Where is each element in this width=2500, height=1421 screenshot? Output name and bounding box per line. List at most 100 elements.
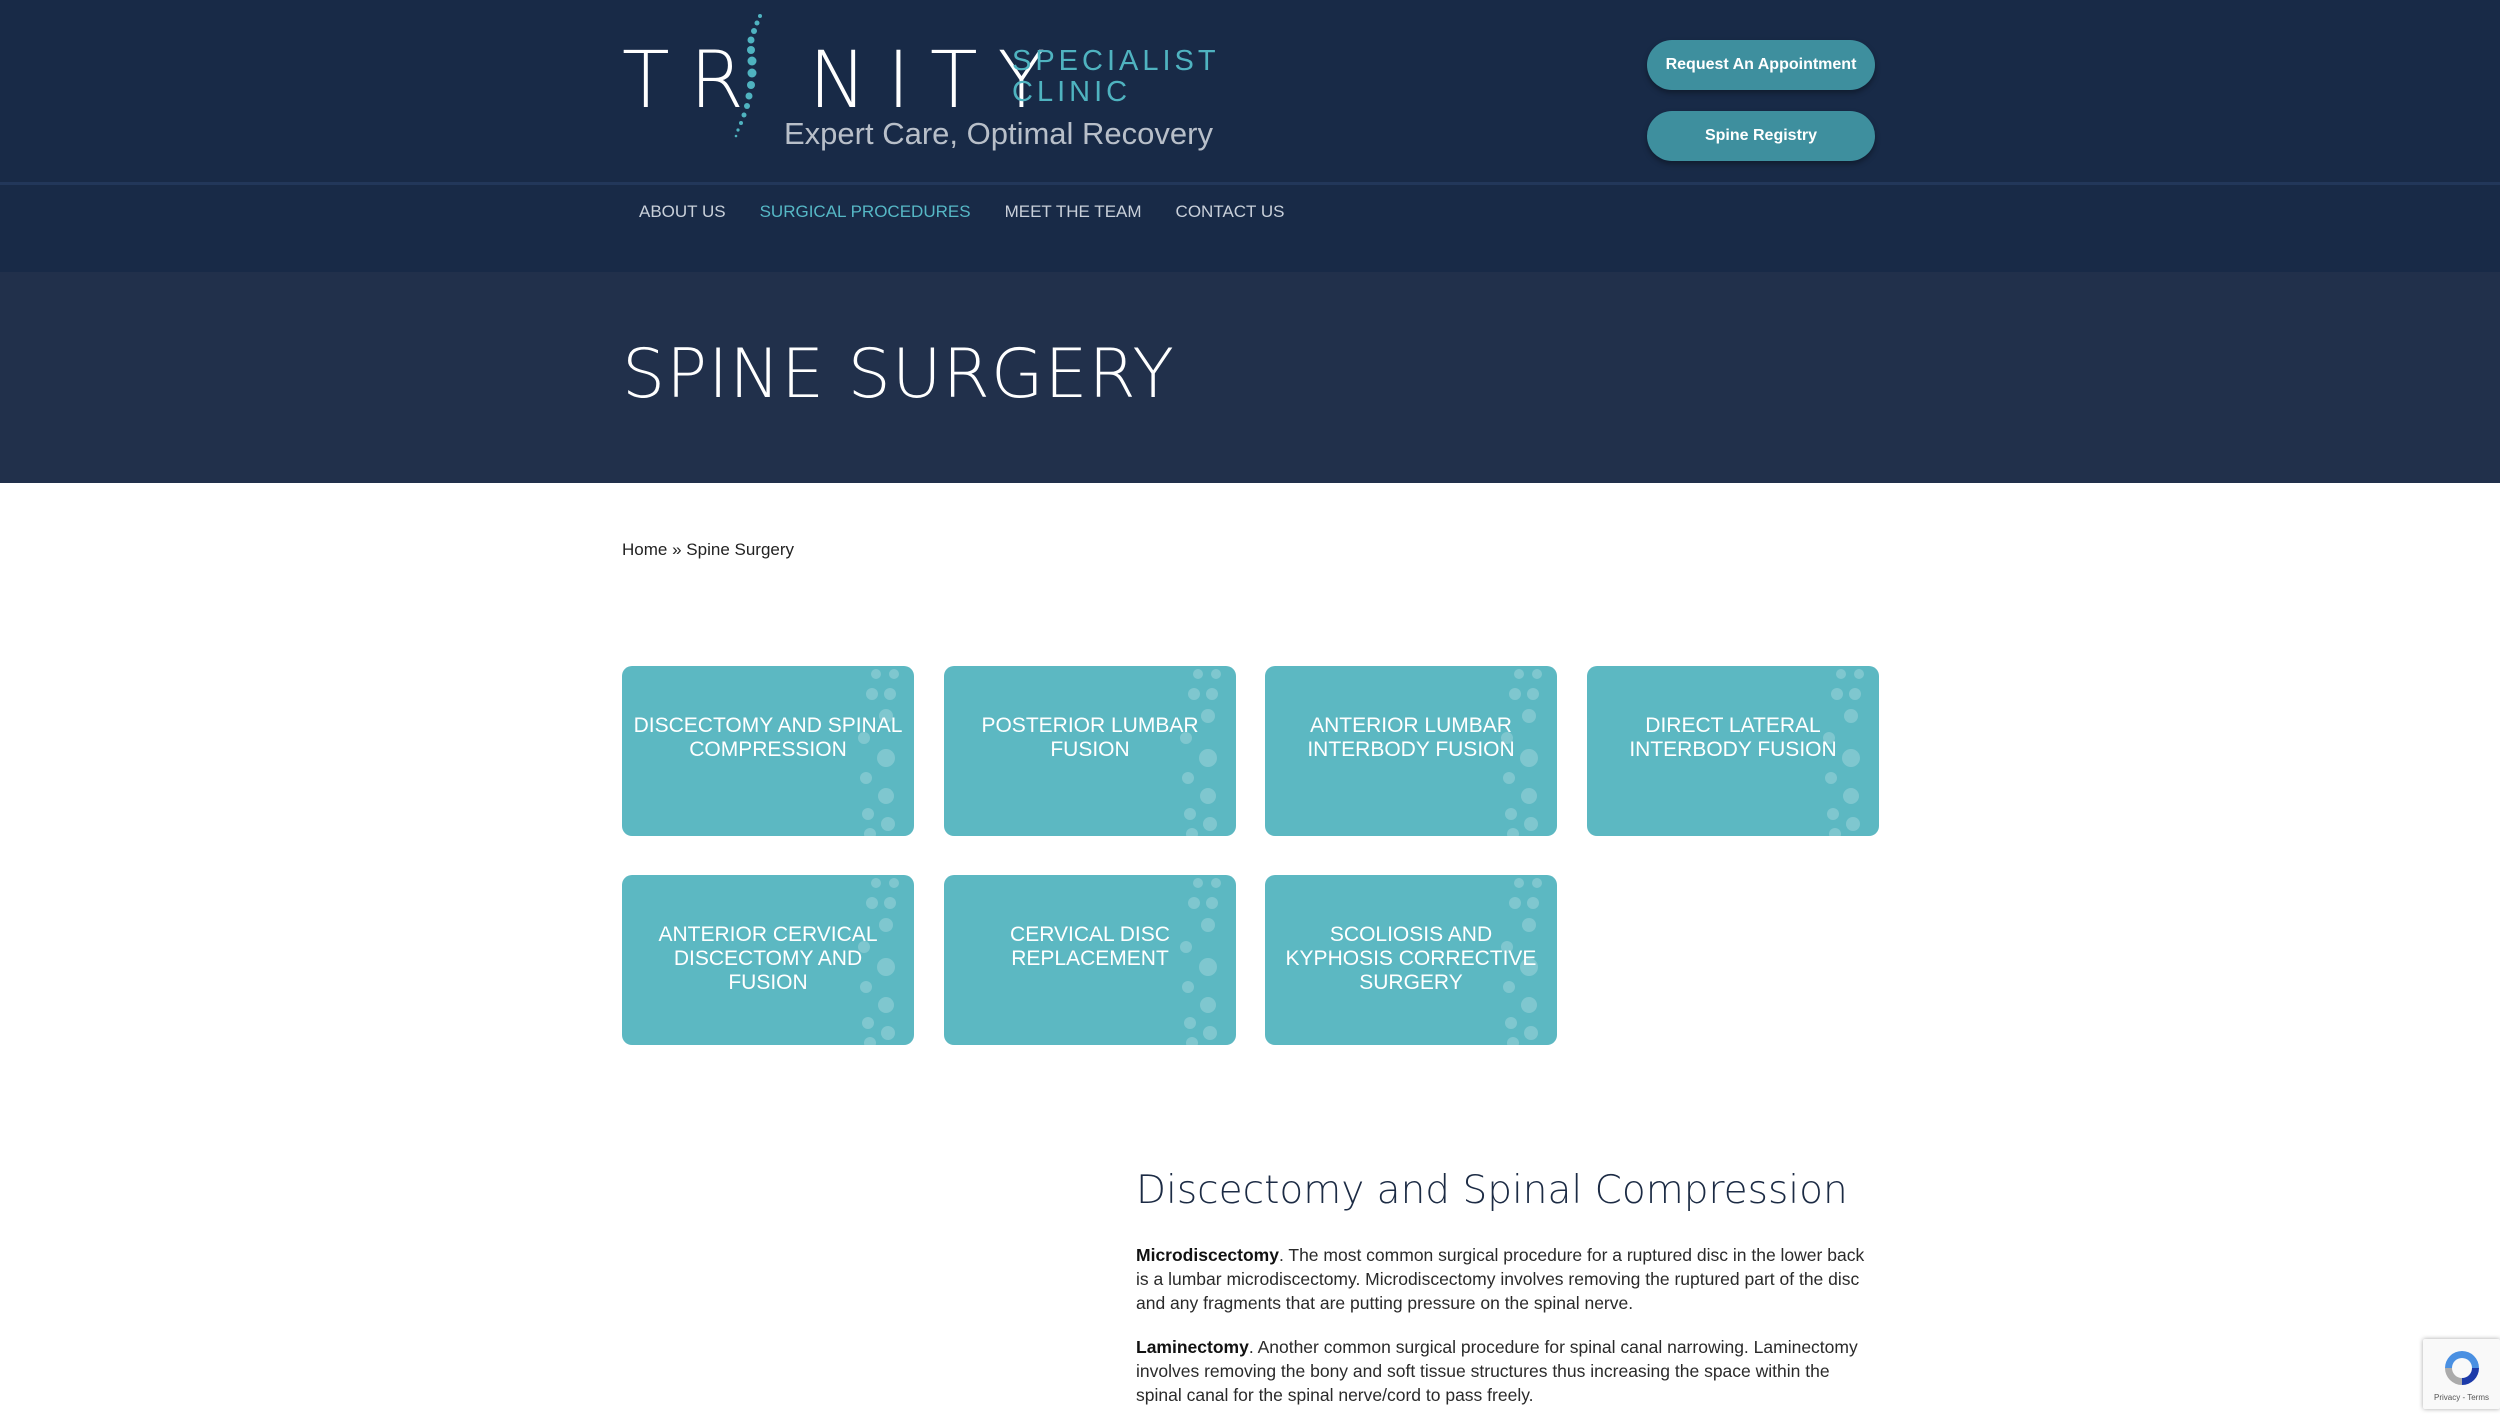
procedure-tile-label: DISCECTOMY AND SPINAL COMPRESSION	[633, 714, 903, 761]
procedure-tile[interactable]: POSTERIOR LUMBAR FUSION	[944, 666, 1236, 836]
spine-dot	[1199, 749, 1217, 767]
spine-dot	[1200, 997, 1216, 1013]
request-appointment-button[interactable]: Request An Appointment	[1647, 40, 1875, 90]
spine-dots-decoration	[1823, 669, 1864, 836]
spine-dot	[858, 941, 870, 953]
nav-item-about-us[interactable]: ABOUT US	[639, 202, 726, 221]
spine-dot	[864, 1037, 876, 1045]
spine-dot	[871, 878, 881, 888]
spine-dot	[1505, 1017, 1517, 1029]
spine-dot	[1522, 709, 1536, 723]
spine-logo-icon	[734, 14, 762, 138]
procedure-tile[interactable]: CERVICAL DISC REPLACEMENT	[944, 875, 1236, 1045]
spine-dot	[1505, 808, 1517, 820]
spine-dot	[1503, 981, 1515, 993]
site-logo[interactable]: TR NITY SPECIALIST CLINIC Expert Care, O…	[622, 12, 1222, 162]
spine-dot	[1507, 828, 1519, 836]
nav-item-surgical-procedures[interactable]: SURGICAL PROCEDURES	[759, 202, 971, 221]
spine-dot	[884, 897, 896, 909]
spine-dot	[1193, 669, 1203, 679]
breadcrumb-separator: »	[672, 540, 682, 559]
article-paragraph: Laminectomy. Another common surgical pro…	[1136, 1335, 1878, 1407]
spine-dot	[1846, 817, 1860, 831]
spine-dot	[1521, 788, 1537, 804]
paragraph-text: . The most common surgical procedure for…	[1136, 1245, 1865, 1313]
spine-dot	[1520, 749, 1538, 767]
procedure-tile[interactable]: ANTERIOR CERVICAL DISCECTOMY AND FUSION	[622, 875, 914, 1045]
breadcrumb-home-link[interactable]: Home	[622, 540, 668, 559]
procedure-tile[interactable]: DISCECTOMY AND SPINAL COMPRESSION	[622, 666, 914, 836]
nav-item-contact-us[interactable]: CONTACT US	[1175, 202, 1285, 221]
spine-dot	[1203, 1026, 1217, 1040]
spine-dot	[1831, 688, 1843, 700]
logo-specialist-line: SPECIALIST	[1012, 45, 1220, 77]
spine-dot	[1188, 897, 1200, 909]
spine-dot	[1199, 958, 1217, 976]
paragraph-text: . Another common surgical procedure for …	[1136, 1337, 1858, 1405]
spine-dot	[884, 688, 896, 700]
spine-dot	[878, 997, 894, 1013]
spine-dot	[866, 688, 878, 700]
site-header: TR NITY SPECIALIST CLINIC Expert Care, O…	[0, 0, 2500, 272]
procedure-tile[interactable]: SCOLIOSIS AND KYPHOSIS CORRECTIVE SURGER…	[1265, 875, 1557, 1045]
spine-dot	[877, 749, 895, 767]
spine-dot	[1180, 941, 1192, 953]
procedure-tile-label: ANTERIOR CERVICAL DISCECTOMY AND FUSION	[658, 923, 878, 994]
recaptcha-badge[interactable]: Privacy - Terms	[2423, 1339, 2500, 1409]
spine-dot	[1829, 828, 1841, 836]
page-title: SPINE SURGERY	[622, 335, 1175, 414]
spine-dot	[1844, 709, 1858, 723]
procedure-tile[interactable]: ANTERIOR LUMBAR INTERBODY FUSION	[1265, 666, 1557, 836]
spine-dot	[1521, 997, 1537, 1013]
spine-dots-decoration	[1501, 878, 1542, 1045]
breadcrumb: Home » Spine Surgery	[622, 540, 794, 560]
spine-dot	[879, 918, 893, 932]
spine-dot	[1509, 897, 1521, 909]
spine-dot	[1514, 669, 1524, 679]
spine-dot	[881, 817, 895, 831]
spine-dot	[1503, 772, 1515, 784]
spine-dots-decoration	[1180, 878, 1221, 1045]
spine-dot	[1827, 808, 1839, 820]
spine-dot	[1188, 688, 1200, 700]
recaptcha-privacy-terms[interactable]: Privacy - Terms	[2434, 1393, 2489, 1402]
procedure-tile-label: DIRECT LATERAL INTERBODY FUSION	[1629, 714, 1837, 761]
spine-dot	[1501, 732, 1513, 744]
spine-dot	[1184, 808, 1196, 820]
spine-dot	[889, 669, 899, 679]
spine-dot	[1532, 669, 1542, 679]
spine-dot	[1532, 878, 1542, 888]
spine-dot	[1842, 749, 1860, 767]
procedure-tile-label: ANTERIOR LUMBAR INTERBODY FUSION	[1307, 714, 1515, 761]
spine-dot	[1854, 669, 1864, 679]
spine-registry-button[interactable]: Spine Registry	[1647, 111, 1875, 161]
spine-dot	[858, 732, 870, 744]
spine-dot	[1180, 732, 1192, 744]
spine-dot	[1203, 817, 1217, 831]
spine-dots-decoration	[1180, 669, 1221, 836]
spine-dot	[1823, 732, 1835, 744]
spine-dot	[1193, 878, 1203, 888]
procedure-tile-label: CERVICAL DISC REPLACEMENT	[1010, 923, 1170, 970]
spine-dot	[866, 897, 878, 909]
page-banner: SPINE SURGERY	[0, 272, 2500, 483]
spine-dot	[864, 828, 876, 836]
procedure-article: Discectomy and Spinal Compression Microd…	[1136, 1168, 1878, 1421]
spine-dot	[889, 878, 899, 888]
spine-dot	[860, 981, 872, 993]
paragraph-term: Laminectomy	[1136, 1337, 1249, 1357]
spine-dots-decoration	[858, 669, 899, 836]
nav-item-meet-the-team[interactable]: MEET THE TEAM	[1004, 202, 1142, 221]
article-title: Discectomy and Spinal Compression	[1136, 1168, 1848, 1213]
spine-dot	[1527, 688, 1539, 700]
logo-wordmark: TR NITY	[622, 36, 1066, 126]
spine-dot	[1201, 918, 1215, 932]
recaptcha-icon	[2445, 1351, 2479, 1385]
spine-dot	[862, 808, 874, 820]
spine-dot	[877, 958, 895, 976]
procedure-tile[interactable]: DIRECT LATERAL INTERBODY FUSION	[1587, 666, 1879, 836]
spine-dot	[1206, 688, 1218, 700]
spine-dots-decoration	[1501, 669, 1542, 836]
spine-dot	[1825, 772, 1837, 784]
spine-dot	[862, 1017, 874, 1029]
